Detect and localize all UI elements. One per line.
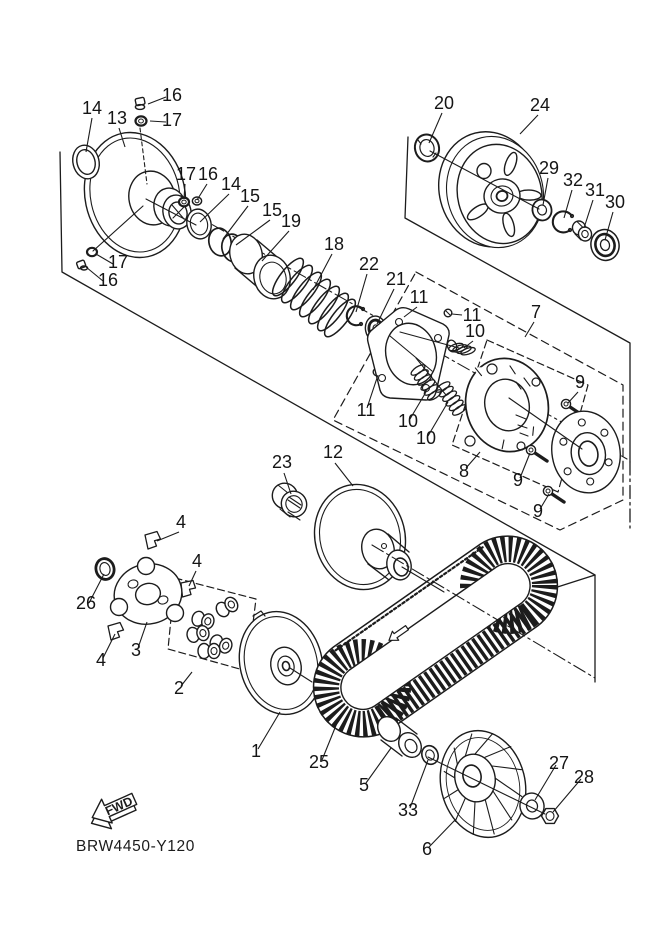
part-labels: 16 14 13 17 17 16 14 15 15 19 18 22 21 1… xyxy=(76,85,625,859)
part-label: 20 xyxy=(434,93,454,113)
part-label: 10 xyxy=(416,428,436,448)
part-label: 32 xyxy=(563,170,583,190)
part-label: 11 xyxy=(357,400,376,420)
part-label: 28 xyxy=(574,767,594,787)
part-label: 5 xyxy=(359,775,369,795)
part-label: 3 xyxy=(131,640,141,660)
part-label: 4 xyxy=(96,650,106,670)
part-29-spacer xyxy=(531,198,553,222)
part-label: 14 xyxy=(221,174,241,194)
part-3-cam-plate xyxy=(109,556,185,625)
part-33-washer xyxy=(421,744,439,766)
part-label: 9 xyxy=(513,470,523,490)
part-label: 17 xyxy=(108,252,128,272)
leader-lines xyxy=(85,96,614,848)
part-label: 17 xyxy=(162,110,182,130)
part-13-drive-face xyxy=(83,131,192,259)
part-label: 13 xyxy=(107,108,127,128)
part-label: 23 xyxy=(272,452,292,472)
part-17-nut xyxy=(134,115,148,127)
part-label: 7 xyxy=(531,302,541,322)
part-label: 1 xyxy=(251,741,261,761)
part-27-washer xyxy=(519,792,545,820)
part-label: 25 xyxy=(309,752,329,772)
belt-direction-arrow xyxy=(388,625,410,641)
assembly-lines xyxy=(92,150,583,815)
part-label: 11 xyxy=(463,305,482,325)
part-31-collar xyxy=(571,220,593,242)
part-label: 19 xyxy=(281,211,301,231)
part-24-clutch-housing xyxy=(437,131,545,249)
part-label: 11 xyxy=(410,287,429,307)
part-label: 12 xyxy=(323,442,343,462)
part-label: 10 xyxy=(465,321,485,341)
part-26-o-ring xyxy=(94,557,116,581)
part-label: 15 xyxy=(240,186,260,206)
part-label: 4 xyxy=(192,551,202,571)
part-16-washer-right xyxy=(191,196,203,206)
part-28-nut xyxy=(540,807,560,825)
part-label: 24 xyxy=(530,95,550,115)
part-label: 9 xyxy=(575,372,585,392)
part-label: 10 xyxy=(398,411,418,431)
part-label: 4 xyxy=(176,512,186,532)
part-16-bolt-lower xyxy=(75,259,89,271)
part-label: 26 xyxy=(76,593,96,613)
part-4-sliders xyxy=(107,530,197,641)
part-label: 14 xyxy=(82,98,102,118)
part-label: 22 xyxy=(359,254,379,274)
part-label: 29 xyxy=(539,158,559,178)
part-label: 16 xyxy=(162,85,182,105)
part-label: 16 xyxy=(98,270,118,290)
part-label: 31 xyxy=(585,180,605,200)
part-label: 16 xyxy=(198,164,218,184)
part-label: 8 xyxy=(459,461,469,481)
part-1-sliding-sheave xyxy=(238,610,324,716)
fwd-direction-marker: FWD xyxy=(90,792,138,830)
bolt-axis-dash xyxy=(139,127,148,185)
part-5-collar xyxy=(377,715,422,759)
part-label: 9 xyxy=(533,501,543,521)
part-30-bearing xyxy=(590,228,620,262)
part-20-nut xyxy=(413,133,441,163)
part-label: 6 xyxy=(422,839,432,859)
part-label: 17 xyxy=(176,164,196,184)
part-16-bolt xyxy=(134,96,146,111)
assembly-box-7 xyxy=(332,271,624,531)
part-14-oil-seal xyxy=(72,144,100,180)
part-label: 27 xyxy=(549,753,569,773)
secondary-axis-line xyxy=(371,544,596,679)
part-label: 18 xyxy=(324,234,344,254)
part-label: 2 xyxy=(174,678,184,698)
part-2-weight-rollers xyxy=(186,596,239,660)
part-12-secondary-fixed-sheave xyxy=(313,483,412,591)
part-label: 30 xyxy=(605,192,625,212)
part-22-circlip xyxy=(345,305,366,327)
part-gasket-plate xyxy=(366,307,450,401)
part-clutch-boss-plate xyxy=(551,410,621,494)
part-label: 33 xyxy=(398,800,418,820)
diagram-code: BRW4450-Y120 xyxy=(76,838,195,855)
part-23-one-way-bearing xyxy=(271,482,308,521)
part-label: 21 xyxy=(386,269,406,289)
part-18-compression-spring xyxy=(271,257,357,338)
part-32-circlip xyxy=(551,210,575,234)
part-25-v-belt xyxy=(312,535,559,738)
part-label: 15 xyxy=(262,200,282,220)
part-8-clutch-shoes xyxy=(464,357,550,453)
